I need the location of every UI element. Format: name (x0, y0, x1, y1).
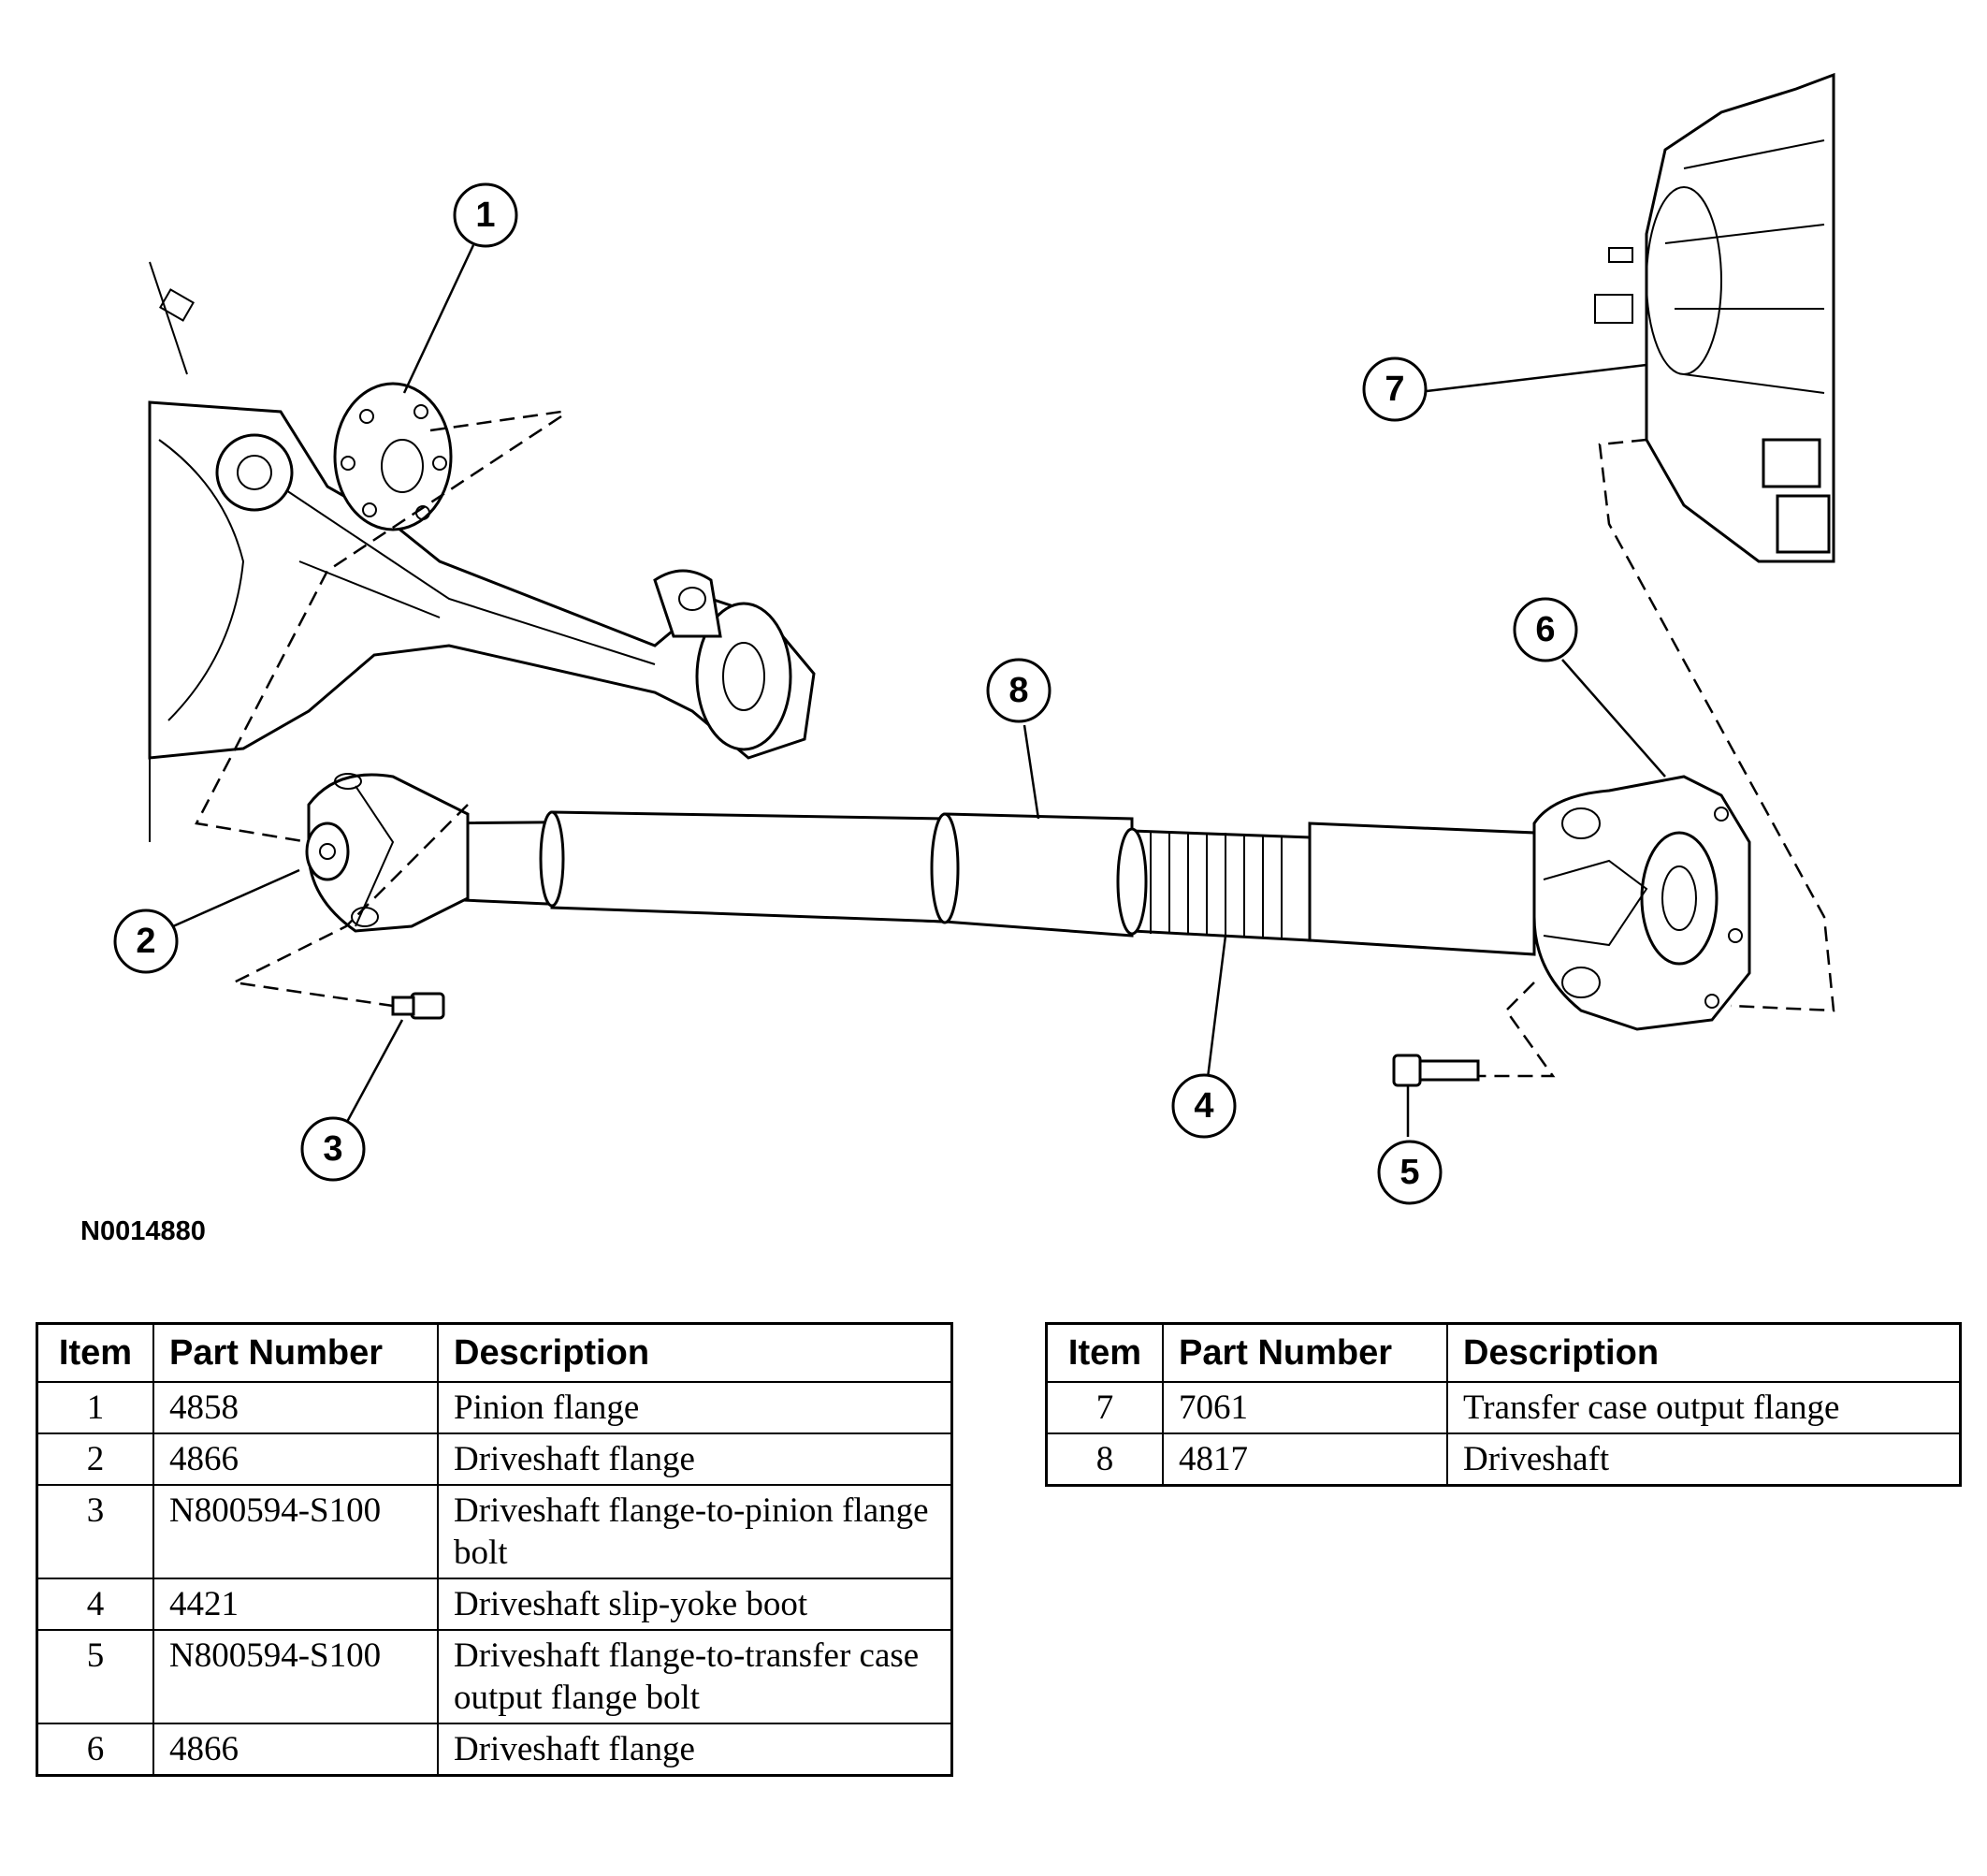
parts-table-left: Item Part Number Description 1 4858 Pini… (36, 1322, 953, 1777)
cell-description: Transfer case output flange (1446, 1381, 1962, 1434)
cell-item: 1 (36, 1381, 154, 1434)
table-row: 4 4421 Driveshaft slip-yoke boot (36, 1578, 953, 1631)
driveshaft-flange-front (305, 773, 470, 933)
driveshaft-flange-rear (1532, 775, 1751, 1031)
transfer-case (1594, 72, 1835, 563)
header-description: Description (437, 1322, 953, 1383)
table-row: 2 4866 Driveshaft flange (36, 1432, 953, 1486)
svg-text:7: 7 (1385, 370, 1404, 409)
slip-yoke-boot (1116, 827, 1312, 942)
header-item: Item (1045, 1322, 1164, 1383)
svg-text:2: 2 (136, 922, 155, 961)
cell-part-number: 4817 (1162, 1432, 1448, 1487)
callout-8: 8 (986, 658, 1052, 723)
cell-part-number: 4858 (152, 1381, 439, 1434)
table-header-row: Item Part Number Description (1045, 1322, 1962, 1383)
callout-1: 1 (453, 182, 518, 248)
cell-part-number: 4866 (152, 1723, 439, 1777)
table-header-row: Item Part Number Description (36, 1322, 953, 1383)
cell-item: 3 (36, 1484, 154, 1579)
cell-item: 5 (36, 1629, 154, 1724)
header-description: Description (1446, 1322, 1962, 1383)
svg-text:3: 3 (323, 1129, 342, 1169)
figure-id: N0014880 (80, 1216, 206, 1246)
cell-item: 8 (1045, 1432, 1164, 1487)
parts-table-right: Item Part Number Description 7 7061 Tran… (1045, 1322, 1962, 1487)
callout-6: 6 (1513, 597, 1578, 662)
cell-part-number: 4421 (152, 1578, 439, 1631)
cell-description: Driveshaft flange (437, 1723, 953, 1777)
callout-2: 2 (113, 909, 179, 974)
cell-description: Driveshaft (1446, 1432, 1962, 1487)
table-row: 1 4858 Pinion flange (36, 1381, 953, 1434)
pinion-flange (333, 382, 453, 531)
driveshaft (419, 810, 1536, 956)
cell-item: 7 (1045, 1381, 1164, 1434)
cell-description: Driveshaft flange (437, 1432, 953, 1486)
driveshaft-exploded-diagram: 1 2 3 4 5 6 7 8 (113, 72, 1835, 1205)
cell-item: 4 (36, 1578, 154, 1631)
header-part-number: Part Number (152, 1322, 439, 1383)
table-row: 5 N800594-S100 Driveshaft flange-to-tran… (36, 1629, 953, 1724)
leader-lines (172, 244, 1666, 1137)
cell-description: Driveshaft flange-to-pinion flange bolt (437, 1484, 953, 1579)
svg-text:6: 6 (1535, 610, 1555, 649)
callout-4: 4 (1171, 1073, 1237, 1139)
table-row: 6 4866 Driveshaft flange (36, 1723, 953, 1777)
table-row: 3 N800594-S100 Driveshaft flange-to-pini… (36, 1484, 953, 1579)
cell-item: 2 (36, 1432, 154, 1486)
callout-5: 5 (1377, 1140, 1443, 1205)
cell-description: Driveshaft flange-to-transfer case outpu… (437, 1629, 953, 1724)
cell-part-number: N800594-S100 (152, 1484, 439, 1579)
svg-text:5: 5 (1400, 1153, 1419, 1192)
table-row: 8 4817 Driveshaft (1045, 1432, 1962, 1487)
callout-3: 3 (300, 1116, 366, 1182)
table-row: 7 7061 Transfer case output flange (1045, 1381, 1962, 1434)
cell-part-number: N800594-S100 (152, 1629, 439, 1724)
callout-7: 7 (1362, 356, 1428, 422)
alignment-lines (195, 410, 1835, 1078)
bolt-rear (1392, 1054, 1480, 1087)
rear-axle-differential (148, 261, 816, 842)
svg-text:1: 1 (475, 196, 495, 235)
svg-text:4: 4 (1194, 1086, 1213, 1126)
header-item: Item (36, 1322, 154, 1383)
cell-description: Pinion flange (437, 1381, 953, 1434)
cell-description: Driveshaft slip-yoke boot (437, 1578, 953, 1631)
header-part-number: Part Number (1162, 1322, 1448, 1383)
svg-text:8: 8 (1008, 671, 1028, 710)
cell-part-number: 4866 (152, 1432, 439, 1486)
cell-item: 6 (36, 1723, 154, 1777)
cell-part-number: 7061 (1162, 1381, 1448, 1434)
bolt-front (391, 992, 445, 1020)
